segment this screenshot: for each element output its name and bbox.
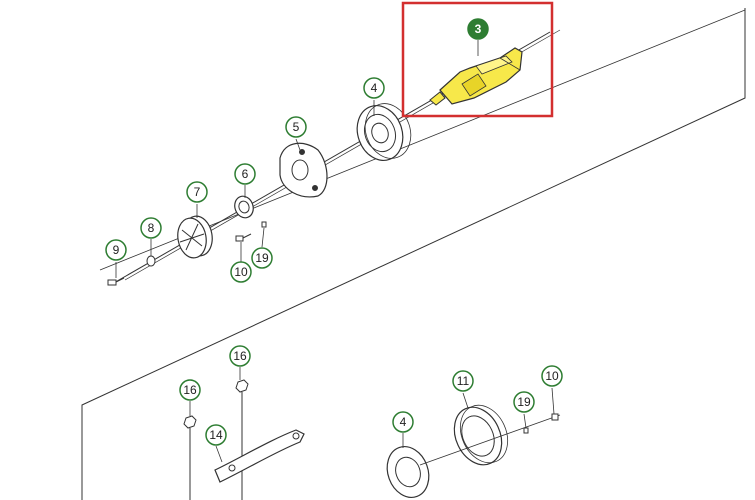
- callout-9-label: 9: [113, 243, 120, 257]
- callout-4-upper-label: 4: [371, 81, 378, 95]
- part-5-plate: [279, 142, 328, 198]
- callout-19-upper-label: 19: [255, 251, 269, 265]
- callout-8-label: 8: [148, 221, 155, 235]
- callout-10-upper[interactable]: 10: [230, 261, 252, 283]
- callout-19-lower[interactable]: 19: [513, 391, 535, 413]
- callout-14[interactable]: 14: [205, 424, 227, 446]
- callout-4-upper[interactable]: 4: [363, 77, 385, 99]
- callout-14-label: 14: [209, 428, 223, 442]
- part-16-nuts: [183, 367, 249, 500]
- callout-8[interactable]: 8: [140, 217, 162, 239]
- callout-11[interactable]: 11: [452, 370, 474, 392]
- callout-16-right-label: 16: [233, 349, 247, 363]
- callout-16-right[interactable]: 16: [229, 345, 251, 367]
- part-11-gear-ring: [453, 392, 509, 466]
- callout-5-label: 5: [293, 120, 300, 134]
- callout-4-lower[interactable]: 4: [392, 411, 414, 433]
- callout-3-label: 3: [475, 22, 482, 36]
- callout-16-left[interactable]: 16: [179, 379, 201, 401]
- lower-axis-line: [419, 414, 561, 466]
- part-14-bracket: [214, 429, 305, 483]
- callout-16-left-label: 16: [183, 383, 197, 397]
- assembly-plane-outlines: [81, 8, 746, 500]
- part-19-pin-upper: [261, 221, 267, 228]
- callout-4-lower-label: 4: [400, 415, 407, 429]
- callout-9[interactable]: 9: [105, 239, 127, 261]
- callout-7-label: 7: [194, 185, 201, 199]
- part-7-wheel: [177, 215, 213, 259]
- selected-part-highlight-box: [401, 1, 554, 118]
- callout-11-label: 11: [457, 374, 470, 388]
- part-19-10-lower: [523, 387, 559, 434]
- callout-10-lower[interactable]: 10: [541, 365, 563, 387]
- callout-5[interactable]: 5: [285, 116, 307, 138]
- part-3-drawing: [429, 47, 523, 106]
- part-8-washer: [146, 255, 156, 267]
- callout-19-lower-label: 19: [517, 395, 531, 409]
- part-4-bearing-upper: [356, 103, 412, 161]
- leader-lines-upper: [115, 40, 479, 278]
- part-6-seal: [234, 195, 254, 219]
- callout-10-lower-label: 10: [545, 369, 559, 383]
- part-10-screw-upper: [235, 233, 252, 242]
- callout-7[interactable]: 7: [186, 181, 208, 203]
- part-4-bearing-lower: [386, 433, 430, 498]
- part-9-screw: [107, 277, 125, 286]
- callout-10-upper-label: 10: [234, 265, 248, 279]
- callout-6[interactable]: 6: [234, 163, 256, 185]
- callout-19-upper[interactable]: 19: [251, 247, 273, 269]
- callout-6-label: 6: [242, 167, 249, 181]
- callout-3[interactable]: 3: [467, 18, 489, 40]
